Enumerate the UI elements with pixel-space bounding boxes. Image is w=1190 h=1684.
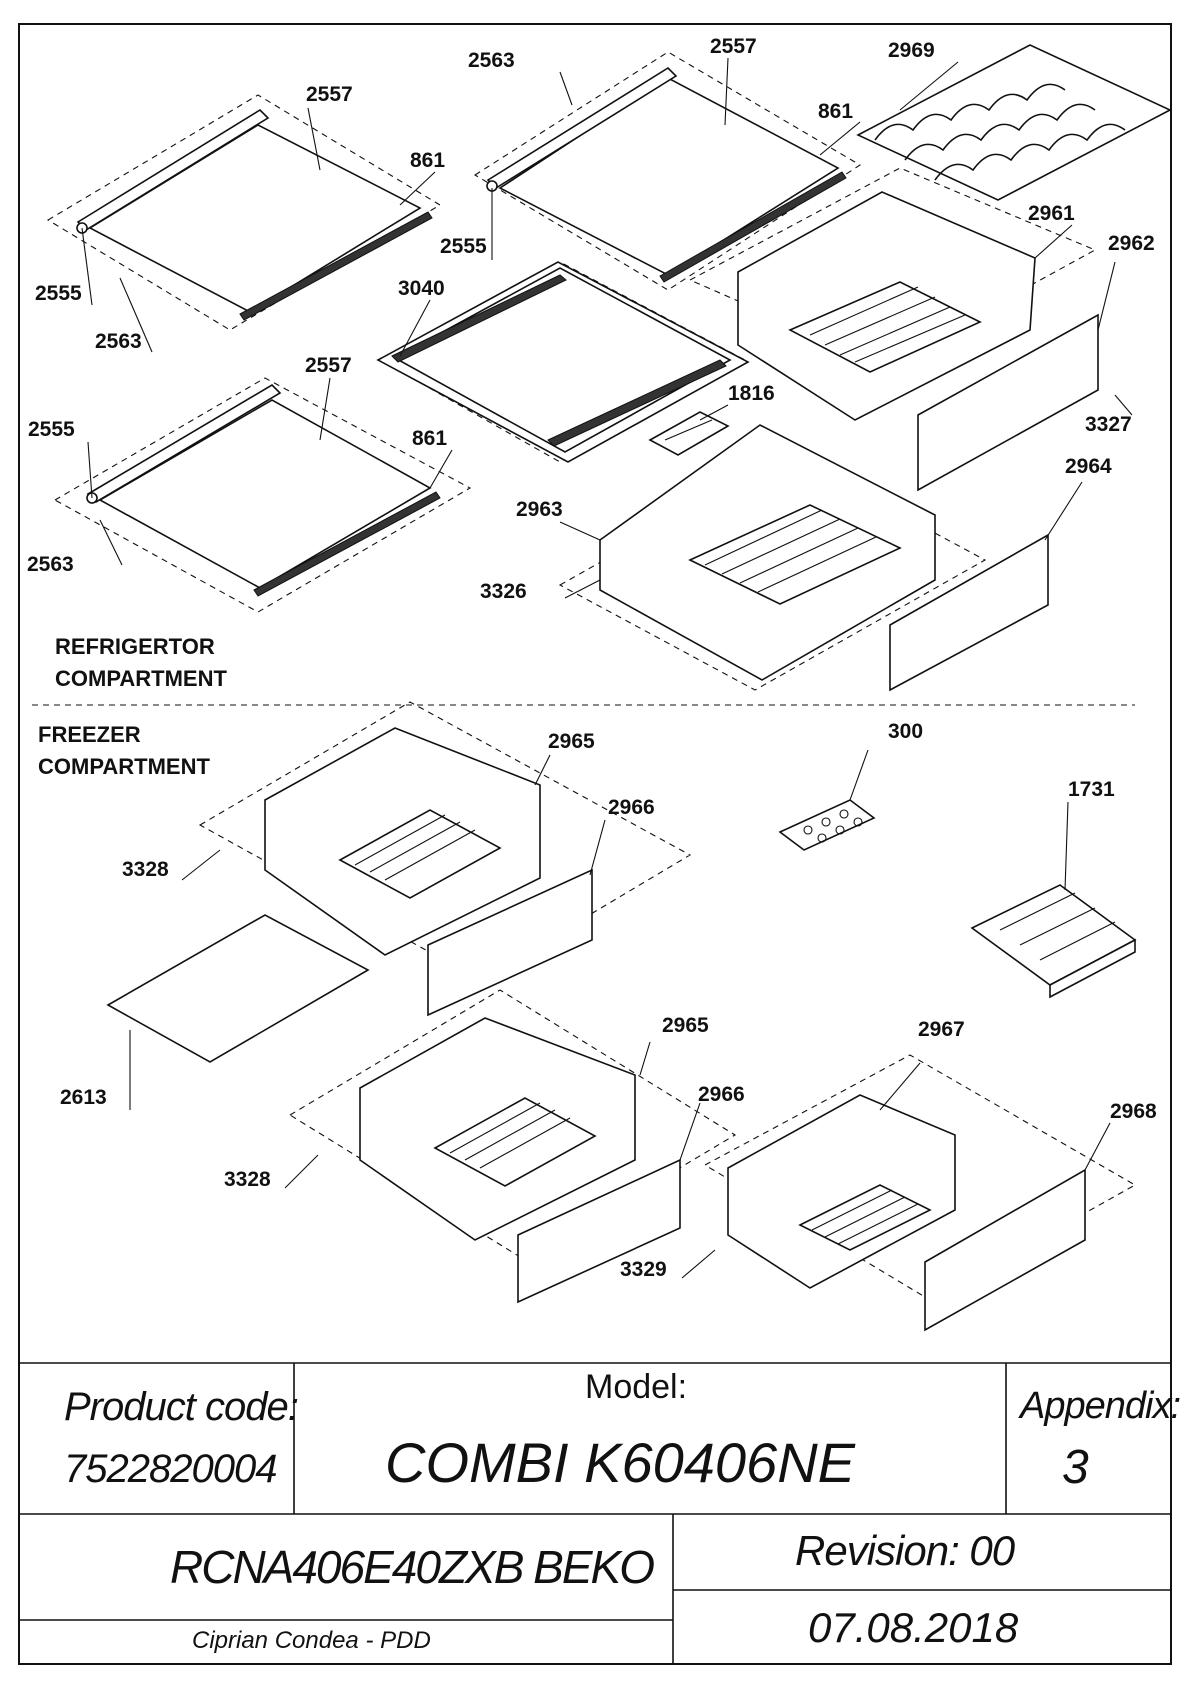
callout-label: 3329 [620, 1258, 667, 1281]
appendix-value: 3 [1062, 1441, 1089, 1494]
callout-label: 2966 [608, 796, 655, 819]
crisper-drawer-upper-right [688, 167, 1099, 492]
callout-label: 2557 [305, 354, 352, 377]
section-label-refrigerator-line-1: REFRIGERTOR [55, 634, 215, 659]
label-part [648, 411, 730, 456]
glass-shelf-top-middle [473, 51, 862, 291]
model-value: COMBI K60406NE [385, 1431, 855, 1494]
appendix-label: Appendix: [1020, 1385, 1181, 1427]
callout-label: 3326 [480, 580, 527, 603]
freezer-drawer-lower [288, 989, 737, 1304]
ice-tray [778, 799, 876, 851]
callout-label: 2563 [27, 553, 74, 576]
callout-label: 2555 [28, 418, 75, 441]
date: 07.08.2018 [808, 1604, 1019, 1651]
ice-tray-holder [970, 884, 1137, 999]
section-label-freezer-line-2: COMPARTMENT [38, 754, 210, 779]
callout-labels: 2557 861 2555 2563 2563 2557 861 2555 29… [27, 35, 1157, 1281]
callout-label: 2966 [698, 1083, 745, 1106]
title-block-grid [19, 1362, 1171, 1665]
callout-label: 2557 [306, 83, 353, 106]
callout-label: 2969 [888, 39, 935, 62]
callout-label: 861 [412, 427, 447, 450]
crisper-drawer-middle [558, 424, 1049, 692]
section-label-freezer-line-1: FREEZER [38, 722, 141, 747]
wine-rack [856, 44, 1172, 201]
callout-label: 2967 [918, 1018, 965, 1041]
product-name: RCNA406E40ZXB BEKO [170, 1541, 655, 1593]
callout-label: 2563 [468, 49, 515, 72]
callout-label: 2557 [710, 35, 757, 58]
callout-label: 2963 [516, 498, 563, 521]
callout-label: 861 [410, 149, 445, 172]
callout-label: 3328 [122, 858, 169, 881]
model-label: Model: [585, 1368, 688, 1406]
crisper-cover [376, 261, 750, 463]
callout-label: 3328 [224, 1168, 271, 1191]
callout-label: 2961 [1028, 202, 1075, 225]
callout-label: 3327 [1085, 413, 1132, 436]
leader-lines [81, 57, 1133, 1279]
callout-label: 3040 [398, 277, 445, 300]
callout-label: 2965 [662, 1014, 709, 1037]
callout-label: 1731 [1068, 778, 1115, 801]
product-code-value: 7522820004 [64, 1447, 277, 1491]
product-code-label: Product code: [64, 1385, 299, 1429]
section-label-freezer: FREEZER COMPARTMENT [38, 722, 210, 779]
callout-label: 2563 [95, 330, 142, 353]
callout-label: 2555 [440, 235, 487, 258]
callout-label: 2962 [1108, 232, 1155, 255]
drawing-sheet [18, 23, 1172, 1665]
callout-label: 861 [818, 100, 853, 123]
freezer-drawer-upper [198, 701, 692, 1017]
callout-label: 2555 [35, 282, 82, 305]
glass-shelf-top-left [46, 94, 442, 331]
glass-shelf-middle-left [53, 377, 472, 613]
freezer-glass-plate [106, 914, 370, 1063]
author: Ciprian Condea - PDD [192, 1627, 431, 1654]
callout-label: 2965 [548, 730, 595, 753]
callout-label: 300 [888, 720, 923, 743]
callout-label: 1816 [728, 382, 775, 405]
section-label-refrigerator-line-2: COMPARTMENT [55, 666, 227, 691]
callout-label: 2968 [1110, 1100, 1157, 1123]
freezer-drawer-bottom [703, 1054, 1137, 1332]
callout-label: 2613 [60, 1086, 107, 1109]
revision: Revision: 00 [795, 1527, 1015, 1574]
callout-label: 2964 [1065, 455, 1112, 478]
section-label-refrigerator: REFRIGERTOR COMPARTMENT [55, 634, 227, 691]
